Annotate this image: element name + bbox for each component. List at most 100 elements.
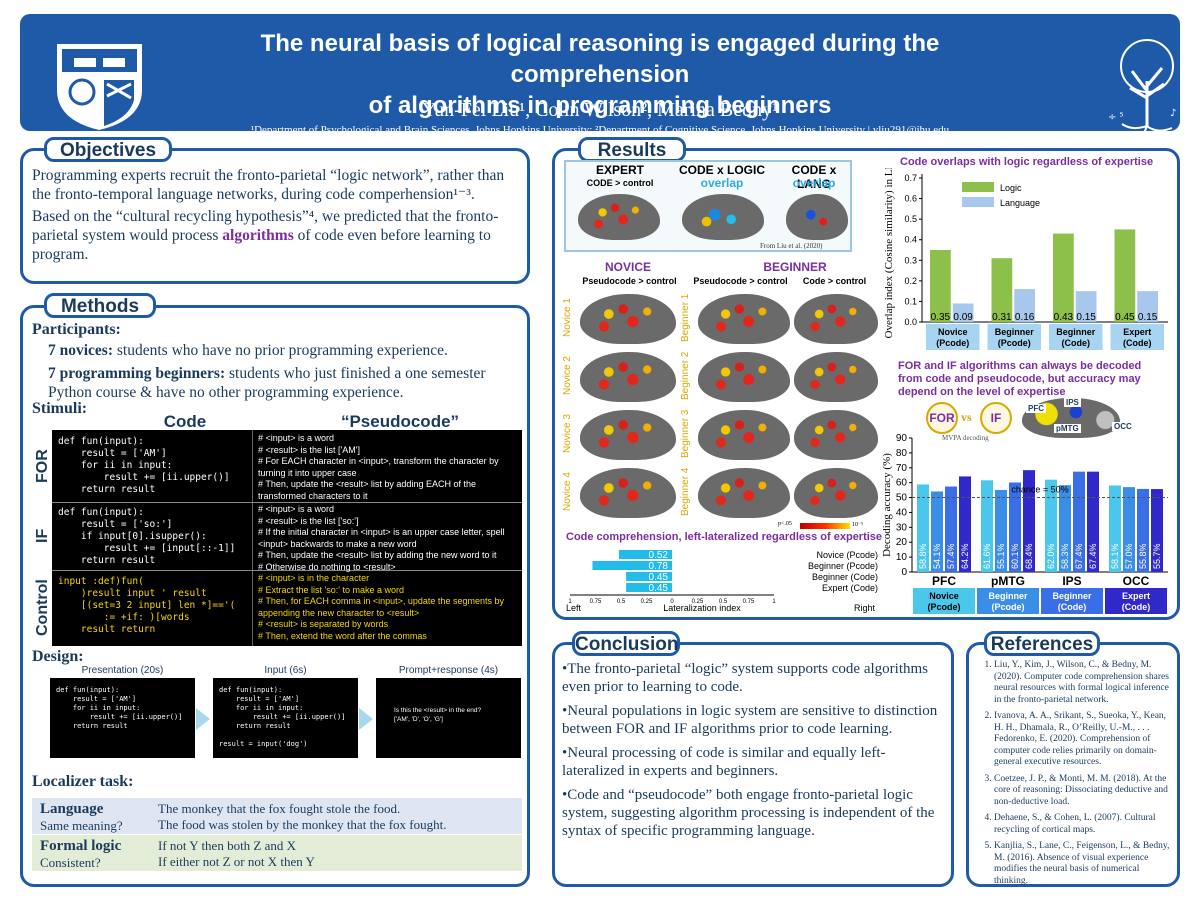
y-tick-label: 0.0 bbox=[904, 317, 917, 327]
colorbar-left-label: p<.05 bbox=[778, 521, 792, 527]
lat-tick-label: 0.25 bbox=[692, 599, 704, 605]
bar bbox=[1053, 233, 1074, 322]
bar-value-label: 55.1% bbox=[996, 543, 1006, 569]
references-panel bbox=[966, 642, 1180, 887]
brain-image bbox=[794, 410, 878, 460]
arrow-icon bbox=[196, 708, 210, 730]
bar bbox=[1137, 488, 1149, 572]
legend-box bbox=[913, 588, 975, 614]
category-label: Expert bbox=[1123, 327, 1151, 337]
localizer-logic-row: Formal logic Consistent? If not Y then b… bbox=[32, 835, 522, 871]
bar-value-label: 55.7% bbox=[1152, 543, 1162, 569]
roi-label-occ: OCC bbox=[1112, 422, 1134, 431]
legend-label: Language bbox=[1000, 198, 1040, 208]
localizer-language-row: Language Same meaning? The monkey that t… bbox=[32, 798, 522, 834]
category-label: Beginner bbox=[995, 327, 1035, 337]
stimuli-label: Stimuli: bbox=[32, 400, 88, 417]
col-code-header: Code bbox=[163, 412, 207, 431]
roi-label-ips: IPS bbox=[1064, 398, 1081, 407]
svg-text:♪: ♪ bbox=[1170, 108, 1176, 119]
lat-value-label: 0.52 bbox=[649, 550, 669, 561]
reference-item: Liu, Y., Kim, J., Wilson, C., & Bedny, M… bbox=[994, 660, 1172, 706]
affiliations: ¹Department of Psychological and Brain S… bbox=[250, 124, 950, 136]
bar-value-label: 0.16 bbox=[1015, 312, 1035, 323]
design-step-2-label: Input (6s) bbox=[264, 665, 307, 676]
bar-value-label: 58.3% bbox=[1060, 543, 1070, 569]
design-step-1-label: Presentation (20s) bbox=[81, 665, 164, 676]
lat-category-label: Novice (Pcode) bbox=[816, 550, 878, 560]
row-label-if: IF bbox=[34, 528, 51, 544]
design-label: Design: bbox=[32, 648, 84, 665]
category-label: Novice bbox=[938, 327, 968, 337]
y-tick-label: 0.4 bbox=[904, 235, 917, 245]
lat-value-label: 0.78 bbox=[649, 561, 669, 572]
roi-label-pmtg: pMTG bbox=[1054, 424, 1081, 433]
design-step-2: def fun(input): result = ['AM'] for ii i… bbox=[213, 678, 358, 758]
objectives-p2: Based on the “cultural recycling hypothe… bbox=[32, 208, 499, 263]
roi-label-pfc: PFC bbox=[1026, 404, 1046, 413]
overlap-chart-title: Code overlaps with logic regardless of e… bbox=[900, 156, 1154, 168]
y-tick-label: 10 bbox=[896, 552, 908, 563]
lat-value-label: 0.45 bbox=[649, 583, 669, 594]
bar-value-label: 58.1% bbox=[1110, 543, 1120, 569]
for-badge: FOR bbox=[926, 402, 958, 434]
tree-logo: ÷ ⁵ ♪ bbox=[1108, 39, 1176, 139]
bar bbox=[930, 250, 951, 322]
lat-tick-label: 0 bbox=[670, 599, 674, 605]
bar bbox=[1073, 471, 1085, 572]
source-note: From Liu et al. (2020) bbox=[760, 242, 823, 250]
conclusion-item: •Neural populations in logic system are … bbox=[562, 703, 938, 737]
decoding-title: FOR and IF algorithms can always be deco… bbox=[898, 360, 1142, 398]
vs-label: vs bbox=[961, 410, 972, 424]
bar bbox=[959, 476, 971, 572]
svg-text:÷ ⁵: ÷ ⁵ bbox=[1108, 112, 1124, 123]
poster-title: The neural basis of logical reasoning is… bbox=[260, 30, 940, 119]
y-tick-label: 0.2 bbox=[904, 276, 917, 286]
bar bbox=[1151, 489, 1163, 572]
lat-value-label: 0.45 bbox=[649, 572, 669, 583]
bar-value-label: 55.8% bbox=[1138, 543, 1148, 569]
lat-category-label: Expert (Code) bbox=[822, 583, 878, 593]
conclusion-item: •Neural processing of code is similar an… bbox=[562, 745, 886, 779]
legend-label: (Pcode) bbox=[991, 602, 1024, 612]
novice-row-label: Novice 3 bbox=[562, 414, 573, 454]
bar bbox=[1123, 487, 1135, 572]
bar-value-label: 0.43 bbox=[1054, 312, 1074, 323]
bar bbox=[917, 484, 929, 572]
bar-value-label: 0.31 bbox=[992, 312, 1012, 323]
bar bbox=[1009, 482, 1021, 572]
novice-row-label: Novice 2 bbox=[562, 356, 573, 396]
col-pseudo-header: “Pseudocode” bbox=[340, 412, 460, 431]
bar-value-label: 67.4% bbox=[1088, 543, 1098, 569]
beginner-row-label: Beginner 4 bbox=[680, 467, 691, 517]
row-label-control: Control bbox=[34, 579, 51, 637]
legend-label: Beginner bbox=[1052, 591, 1092, 601]
code-x-logic-label: CODE x LOGIC bbox=[678, 163, 765, 177]
conclusion-title: Conclusion bbox=[572, 631, 680, 656]
y-tick-label: 70 bbox=[896, 463, 908, 474]
brain-image bbox=[786, 194, 848, 240]
stimuli-table bbox=[52, 430, 522, 646]
code-for: def fun(input): result = ['AM'] for ii i… bbox=[58, 436, 230, 495]
y-tick-label: 0.3 bbox=[904, 255, 917, 265]
methods-title: Methods bbox=[44, 293, 156, 318]
design-step-3: Is this the <result> in the end? ['AM', … bbox=[376, 678, 521, 758]
region-label: OCC bbox=[1123, 574, 1150, 588]
jhu-shield-logo bbox=[57, 44, 142, 130]
bar bbox=[1059, 485, 1071, 572]
bar-value-label: 57.0% bbox=[1124, 543, 1134, 569]
legend-box bbox=[977, 588, 1039, 614]
bar-value-label: 62.0% bbox=[1046, 543, 1056, 569]
legend-swatch bbox=[962, 182, 994, 192]
category-label-box bbox=[1110, 324, 1164, 350]
objectives-p1: Programming experts recruit the fronto-p… bbox=[32, 167, 505, 203]
bar-value-label: 58.8% bbox=[918, 543, 928, 569]
lat-bar bbox=[626, 572, 672, 581]
design-step-1: def fun(input): result = ['AM'] for ii i… bbox=[50, 678, 195, 758]
poster-header: The neural basis of logical reasoning is… bbox=[20, 14, 1180, 139]
overlap-label: overlap bbox=[700, 176, 744, 190]
lat-tick-label: 0.25 bbox=[641, 599, 653, 605]
bar-value-label: 67.4% bbox=[1074, 543, 1084, 569]
